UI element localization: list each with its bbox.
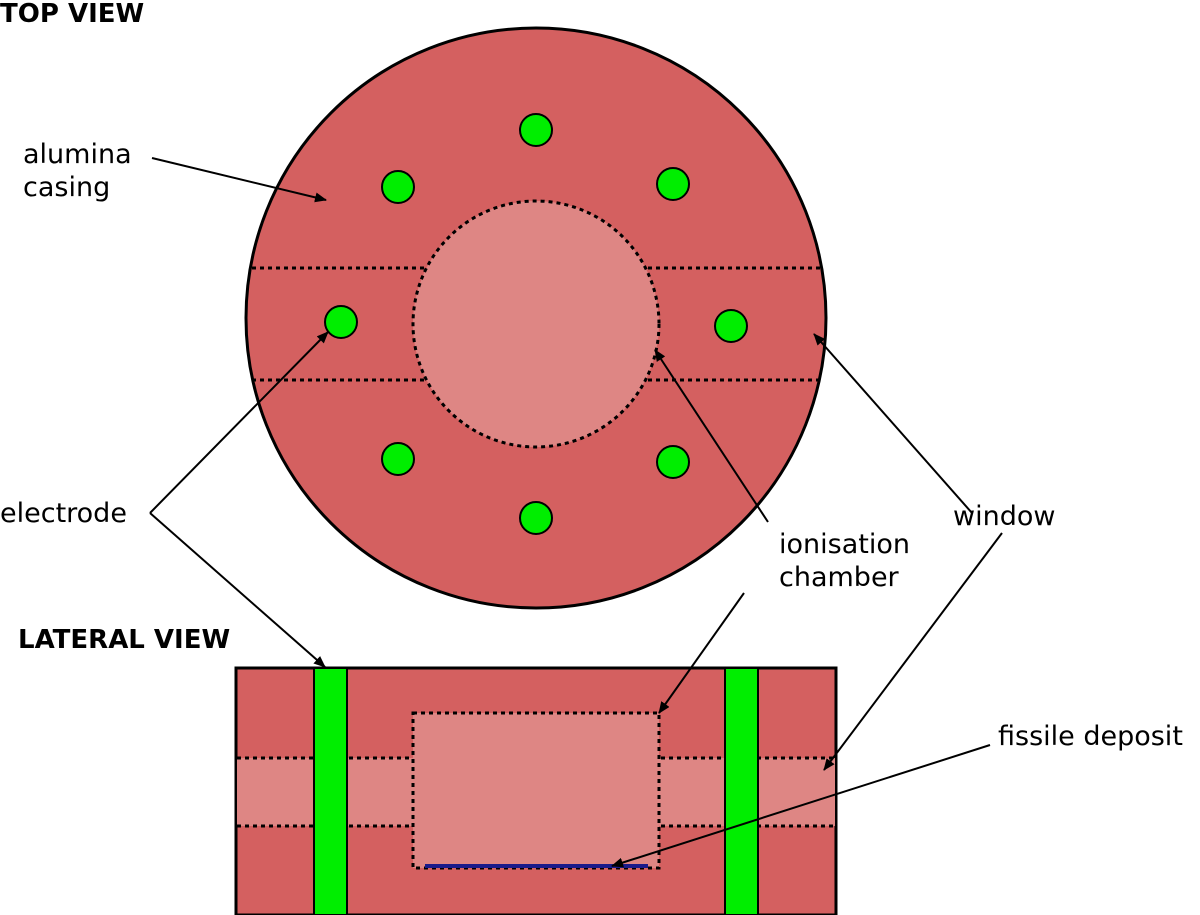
electrode-bottom-left <box>381 442 415 476</box>
electrode-right <box>714 309 748 343</box>
electrode-left <box>324 305 358 339</box>
window-label: window <box>953 501 1055 532</box>
ionisation-label-line2: chamber <box>779 562 900 593</box>
lateral-view-heading: LATERAL VIEW <box>18 625 230 655</box>
electrode-top-left <box>381 170 415 204</box>
window-arrow-lateral <box>823 532 1003 771</box>
electrode-arrow-top <box>149 331 329 514</box>
electrode-label: electrode <box>0 498 127 529</box>
top-view-heading: TOP VIEW <box>0 0 144 29</box>
leader-lines <box>149 157 1003 868</box>
fissile-deposit-arrow <box>611 744 991 868</box>
top-view <box>244 26 828 610</box>
electrode-arrow-lateral <box>149 512 326 668</box>
ionisation-label-line1: ionisation <box>779 529 910 560</box>
electrode-top <box>519 113 553 147</box>
alumina-label-line1: alumina <box>23 139 132 170</box>
ionisation-chamber-top <box>411 199 661 449</box>
ionisation-chamber-arrow-lateral <box>658 592 745 714</box>
electrode-bottom <box>519 501 553 535</box>
electrode-bottom-right <box>656 445 690 479</box>
lateral-view <box>234 666 838 915</box>
electrode-bar-left <box>313 667 348 915</box>
fissile-deposit-label: fissile deposit <box>998 721 1183 752</box>
window-arrow-top <box>813 333 973 514</box>
electrode-bar-right <box>724 667 759 915</box>
ionisation-chamber-arrow-top <box>654 349 769 523</box>
electrodes-top <box>324 113 748 535</box>
alumina-label-line2: casing <box>23 172 110 203</box>
ionisation-chamber-lateral <box>411 711 661 870</box>
alumina-casing-arrow <box>151 157 327 203</box>
electrode-top-right <box>656 167 690 201</box>
